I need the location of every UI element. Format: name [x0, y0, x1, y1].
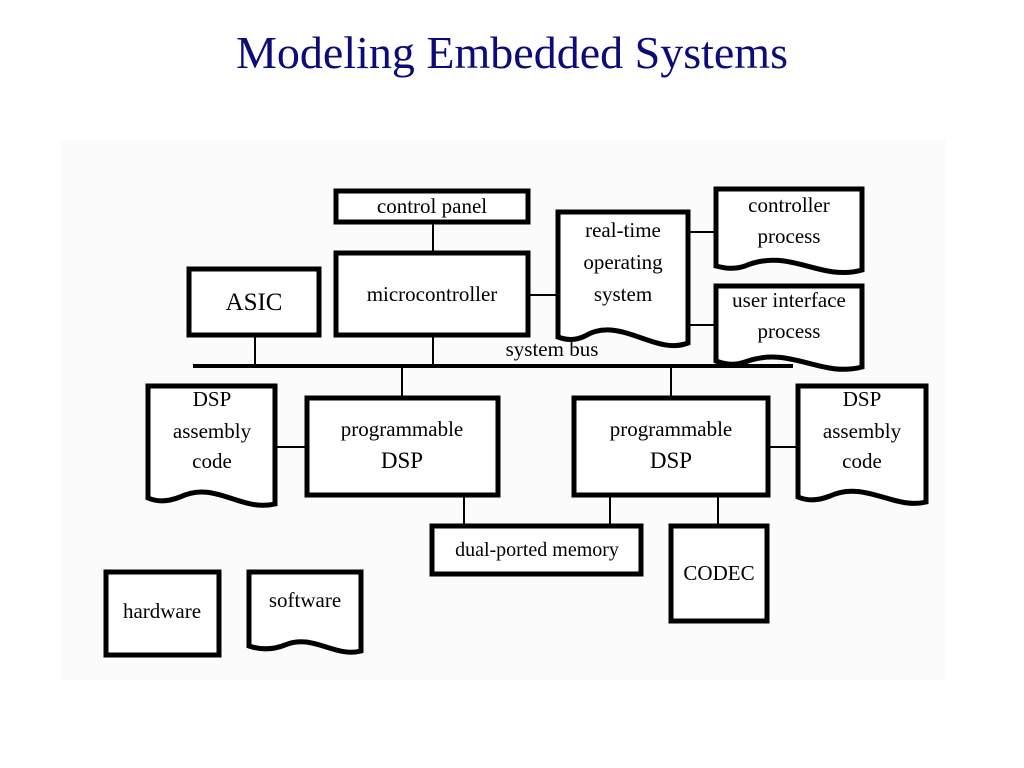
rtos-label-line3: system: [594, 282, 652, 306]
codec-block: [668, 523, 770, 624]
dsp-code-right-document: [795, 383, 929, 506]
controller-process-label-line2: process: [758, 224, 821, 248]
dsp-code-right-label-line1: DSP: [843, 387, 882, 411]
control-panel-block: [333, 188, 531, 225]
controller-process-label-line1: controller: [748, 193, 830, 217]
dsp-left-label-line2: DSP: [381, 448, 423, 473]
dsp-code-left-label-line2: assembly: [173, 419, 252, 443]
dsp-right-label-line2: DSP: [650, 448, 692, 473]
dsp-right-block: [571, 395, 771, 498]
rtos-label-line2: operating: [583, 250, 663, 274]
ui-process-document: [713, 283, 865, 372]
dsp-left-label-line1: programmable: [341, 417, 463, 441]
dsp-code-left-label-line1: DSP: [193, 387, 232, 411]
ui-process-label-line2: process: [758, 319, 821, 343]
legend-hardware-block: [103, 569, 222, 658]
system-bus-label: system bus: [506, 337, 599, 361]
dsp-code-right-label-line2: assembly: [823, 419, 902, 443]
dsp-code-right-label-line3: code: [842, 449, 882, 473]
control-panel-label: control panel: [377, 194, 487, 218]
dsp-left-block: [304, 395, 501, 498]
memory-block: [429, 523, 644, 577]
microcontroller-label: microcontroller: [367, 282, 498, 306]
asic-label: ASIC: [226, 289, 283, 316]
controller-process-document: [713, 186, 865, 276]
legend-software-label: software: [269, 588, 341, 612]
slide-title: Modeling Embedded Systems: [236, 27, 788, 78]
microcontroller-block: [333, 250, 531, 338]
legend-hardware-label: hardware: [123, 599, 201, 623]
rtos-label-line1: real-time: [585, 218, 661, 242]
asic-block: [186, 266, 322, 338]
dsp-code-left-document: [145, 383, 278, 508]
connectors: [254, 223, 798, 524]
codec-label: CODEC: [683, 561, 754, 585]
dsp-right-label-line1: programmable: [610, 417, 732, 441]
ui-process-label-line1: user interface: [732, 288, 846, 312]
rtos-document: [555, 209, 691, 349]
legend-software-document: [246, 569, 364, 655]
memory-label: dual-ported memory: [455, 539, 619, 561]
dsp-code-left-label-line3: code: [192, 449, 232, 473]
